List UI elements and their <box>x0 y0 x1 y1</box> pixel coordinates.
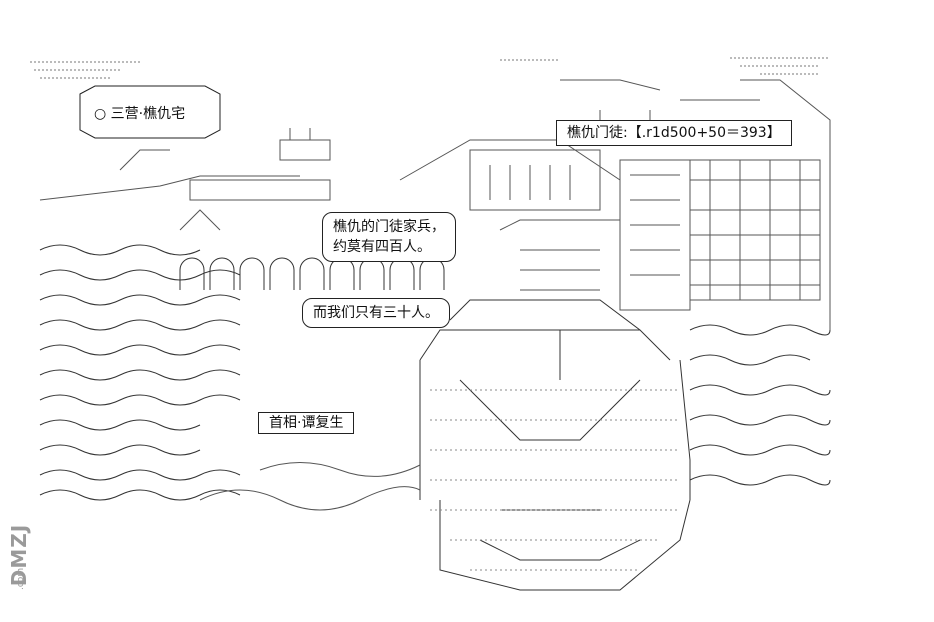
person-label: 首相·谭复生 <box>258 412 355 434</box>
speech-bubble-troop-count: 樵仇的门徒家兵， 约莫有四百人。 <box>322 212 456 262</box>
watermark-text: DMZJ <box>7 523 31 587</box>
site-watermark: DMZJ .com <box>6 500 36 610</box>
watermark-subtext: .com <box>16 567 26 590</box>
stat-caption: 樵仇门徒:【.r1d500+50＝393】 <box>556 120 792 146</box>
location-caption: ○ 三营·樵仇宅 <box>94 106 186 122</box>
speech-bubble-own-count: 而我们只有三十人。 <box>302 298 450 328</box>
